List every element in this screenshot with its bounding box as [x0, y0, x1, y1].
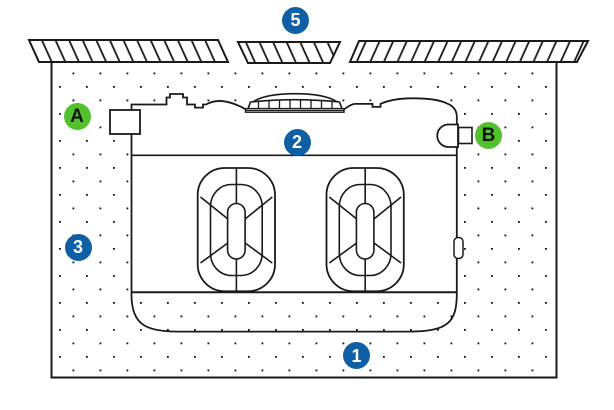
- marker-2: 2: [283, 128, 311, 156]
- tank-outlet-coupling: [457, 126, 473, 145]
- marker-b: B: [475, 121, 502, 149]
- marker-1: 1: [343, 342, 370, 369]
- marker-a: A: [63, 103, 91, 130]
- marker-a-label: A: [70, 106, 84, 127]
- marker-5-label: 5: [290, 10, 301, 30]
- marker-3-label: 3: [72, 237, 83, 257]
- marker-b-label: B: [481, 124, 496, 146]
- tank-outlet-pipe: [436, 123, 459, 148]
- marker-1-label: 1: [351, 345, 362, 366]
- excavation-pit-outline: [50, 62, 558, 379]
- rib-pattern-left: [196, 167, 276, 293]
- manhole-cover: [244, 92, 345, 113]
- ground-surface-hatch-middle: [236, 41, 342, 64]
- marker-2-label: 2: [291, 132, 302, 152]
- tank-bottom-bedding: [131, 292, 457, 332]
- tank-inlet-pipe: [109, 109, 141, 135]
- manhole-cover-band: [246, 98, 344, 110]
- marker-3: 3: [64, 233, 92, 261]
- rib-pattern-right: [325, 167, 405, 293]
- manhole-cover-segments: [257, 99, 333, 109]
- ground-surface-hatch-left: [27, 39, 230, 63]
- tank-side-clip: [453, 236, 464, 260]
- ground-surface-hatch-right: [348, 40, 590, 63]
- marker-5: 5: [282, 6, 309, 34]
